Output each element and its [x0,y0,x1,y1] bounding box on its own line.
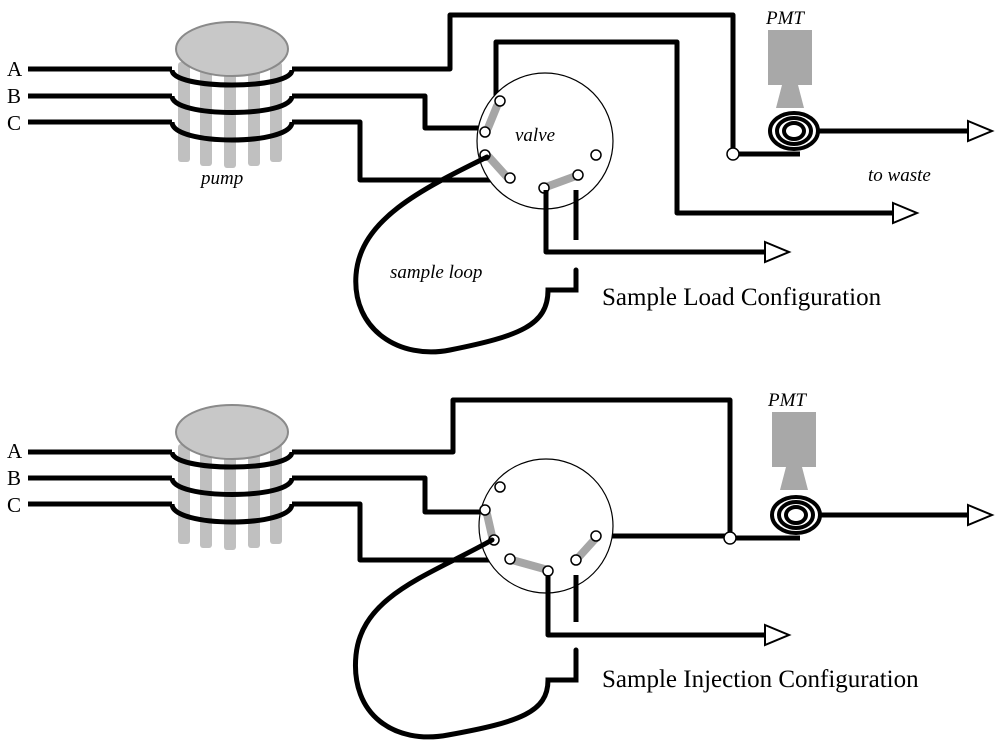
line-b-to-valve [292,475,487,515]
to-waste-label: to waste [868,165,931,186]
pump-tube-band-c [169,121,295,143]
valve-port [494,481,506,493]
pump-tube-band-b [169,95,295,115]
pump-roller [248,448,260,548]
valve-port [504,553,516,565]
pmt-housing [768,30,812,85]
pmt-neck [776,85,804,108]
pump-roller [224,450,236,550]
valve-port [542,565,554,577]
valve-port [570,554,582,566]
line-c-to-valve [292,501,508,563]
pump-tube-band-a [169,68,295,88]
pump-tube-band-a [169,450,295,470]
sample-loop [353,537,579,740]
config-title-load: Sample Load Configuration [602,284,882,311]
line-label-c: C [7,111,21,135]
line-c-to-valve [292,119,495,183]
pump-label: pump [199,168,243,189]
valve-port [572,169,584,181]
waste-arrow-2 [764,240,792,264]
line-label-c: C [7,493,21,517]
valve-groove [484,102,501,132]
valve-port [479,504,491,516]
pmt-label: PMT [765,8,805,29]
line-label-a: A [7,439,23,463]
waste-arrow [764,623,792,647]
sample-loop-label: sample loop [390,262,482,283]
pmt-neck [780,467,808,490]
line-a-carrier [292,397,733,536]
outlet-arrow [967,503,995,527]
flow-cell-coil [768,111,820,151]
panel-sample-load: A B C pump [7,8,995,355]
pump [169,21,295,168]
outlet-arrow [967,119,995,143]
line-label-a: A [7,57,23,81]
valve-to-waste-line-2 [543,190,765,255]
mixing-junction [723,531,737,545]
valve-to-waste-line [545,575,765,638]
pump-tube-band-c [169,503,295,525]
line-b-to-valve [292,93,488,131]
valve-groove [483,510,496,540]
line-a-carrier [292,12,736,152]
pmt-label: PMT [767,390,807,411]
pump-head [175,404,289,460]
line-label-b: B [7,84,21,108]
waste-arrow-1 [892,201,920,225]
config-title-injection: Sample Injection Configuration [602,666,919,693]
sample-loop [353,154,579,355]
valve-port [590,149,602,161]
valve-port [590,530,602,542]
valve-to-waste-line [493,39,893,216]
line-label-b: B [7,466,21,490]
mixing-junction [726,147,740,161]
pump-head [175,21,289,77]
pump-roller [224,68,236,168]
pmt-housing [772,412,816,467]
valve-port [494,95,506,107]
pump-tube-band-b [169,477,295,497]
valve-groove [485,153,511,181]
valve-groove [542,172,580,191]
panel-sample-injection: A B C [7,390,995,740]
pump [169,404,295,550]
valve-groove [508,556,552,574]
valve-label: valve [515,125,555,146]
valve-port [479,126,491,138]
flow-cell-coil [770,495,822,535]
valve-groove [573,534,600,563]
pump-roller [248,66,260,166]
valve-port [504,172,516,184]
